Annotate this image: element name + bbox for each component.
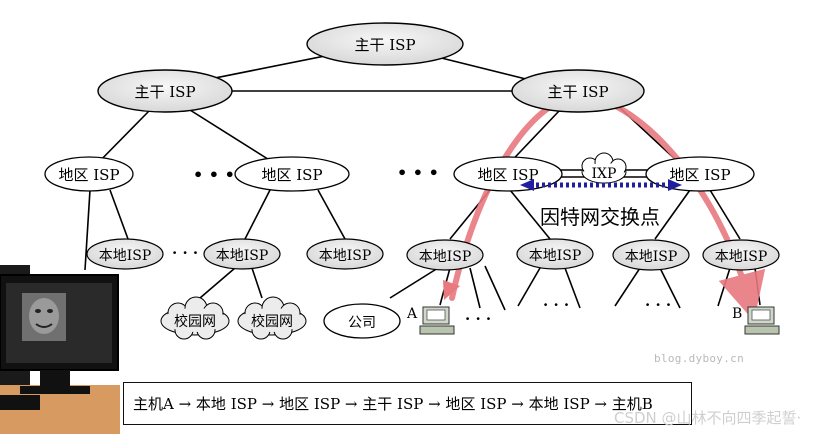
campus-network-1: 校园网 xyxy=(160,296,230,340)
svg-text:本地ISP: 本地ISP xyxy=(216,248,269,264)
svg-text:公司: 公司 xyxy=(348,315,376,331)
svg-text:主干 ISP: 主干 ISP xyxy=(354,36,415,54)
svg-text:IXP: IXP xyxy=(592,166,617,182)
regional-isp-2: 地区 ISP xyxy=(234,156,350,192)
backbone-isp-top: 主干 ISP xyxy=(306,22,464,66)
route-path-box: 主机A → 本地 ISP → 地区 ISP → 主干 ISP → 地区 ISP … xyxy=(123,382,692,425)
host-b-label: B xyxy=(732,306,742,322)
regional-isp-3: 地区 ISP xyxy=(453,156,563,192)
local-isp-4: 本地ISP xyxy=(406,239,484,271)
local-isp-6: 本地ISP xyxy=(612,239,690,271)
svg-text:地区 ISP: 地区 ISP xyxy=(58,166,119,184)
svg-text:本地ISP: 本地ISP xyxy=(319,248,372,264)
ixp-cloud: IXP xyxy=(581,152,627,184)
company-network: 公司 xyxy=(323,303,401,339)
svg-text:地区 ISP: 地区 ISP xyxy=(477,166,538,184)
campus-network-2: 校园网 xyxy=(237,296,307,340)
local-isp-3: 本地ISP xyxy=(306,238,384,270)
regional-isp-1: 地区 ISP xyxy=(44,156,134,192)
local-isp-1: 本地ISP xyxy=(86,238,164,270)
local-isp-5: 本地ISP xyxy=(516,238,594,270)
ellipsis-regional-2: • • • xyxy=(397,163,439,182)
svg-text:地区 ISP: 地区 ISP xyxy=(261,166,322,184)
local-isp-2: 本地ISP xyxy=(203,238,281,270)
ellipsis-local-6: · · · xyxy=(645,296,671,314)
host-a-label: A xyxy=(406,306,418,322)
svg-text:校园网: 校园网 xyxy=(174,313,216,330)
packet-path-arrowhead-a xyxy=(443,280,460,300)
packet-path-arrow xyxy=(449,93,766,322)
ellipsis-local-5: · · · xyxy=(543,296,569,314)
svg-text:地区 ISP: 地区 ISP xyxy=(669,166,730,184)
computer-icon-host-a xyxy=(419,306,455,335)
computer-icon-host-b xyxy=(744,306,780,335)
route-path-text: 主机A → 本地 ISP → 地区 ISP → 主干 ISP → 地区 ISP … xyxy=(133,395,653,413)
monitor-sticker-image xyxy=(0,265,120,434)
svg-text:本地ISP: 本地ISP xyxy=(715,249,768,265)
ellipsis-local-1: · · · xyxy=(172,244,198,262)
csdn-credit: CSDN @山林不向四季起誓· xyxy=(614,409,802,427)
backbone-isp-right: 主干 ISP xyxy=(511,69,645,113)
svg-text:本地ISP: 本地ISP xyxy=(99,248,152,264)
svg-text:本地ISP: 本地ISP xyxy=(419,249,472,265)
blog-watermark: blog.dyboy.cn xyxy=(654,352,744,365)
svg-text:校园网: 校园网 xyxy=(251,313,293,330)
backbone-isp-left: 主干 ISP xyxy=(97,69,233,113)
ixp-caption: 因特网交换点 xyxy=(540,205,660,229)
ellipsis-regional-1: • • • xyxy=(193,165,235,184)
local-isp-7: 本地ISP xyxy=(702,239,780,271)
ixp-arrow-left xyxy=(520,179,534,191)
ellipsis-host-a: · · · xyxy=(465,310,491,328)
ixp-arrow-right xyxy=(668,179,682,191)
svg-text:主干 ISP: 主干 ISP xyxy=(134,83,195,101)
svg-text:主干 ISP: 主干 ISP xyxy=(547,83,608,101)
svg-text:本地ISP: 本地ISP xyxy=(529,248,582,264)
svg-text:本地ISP: 本地ISP xyxy=(625,249,678,265)
